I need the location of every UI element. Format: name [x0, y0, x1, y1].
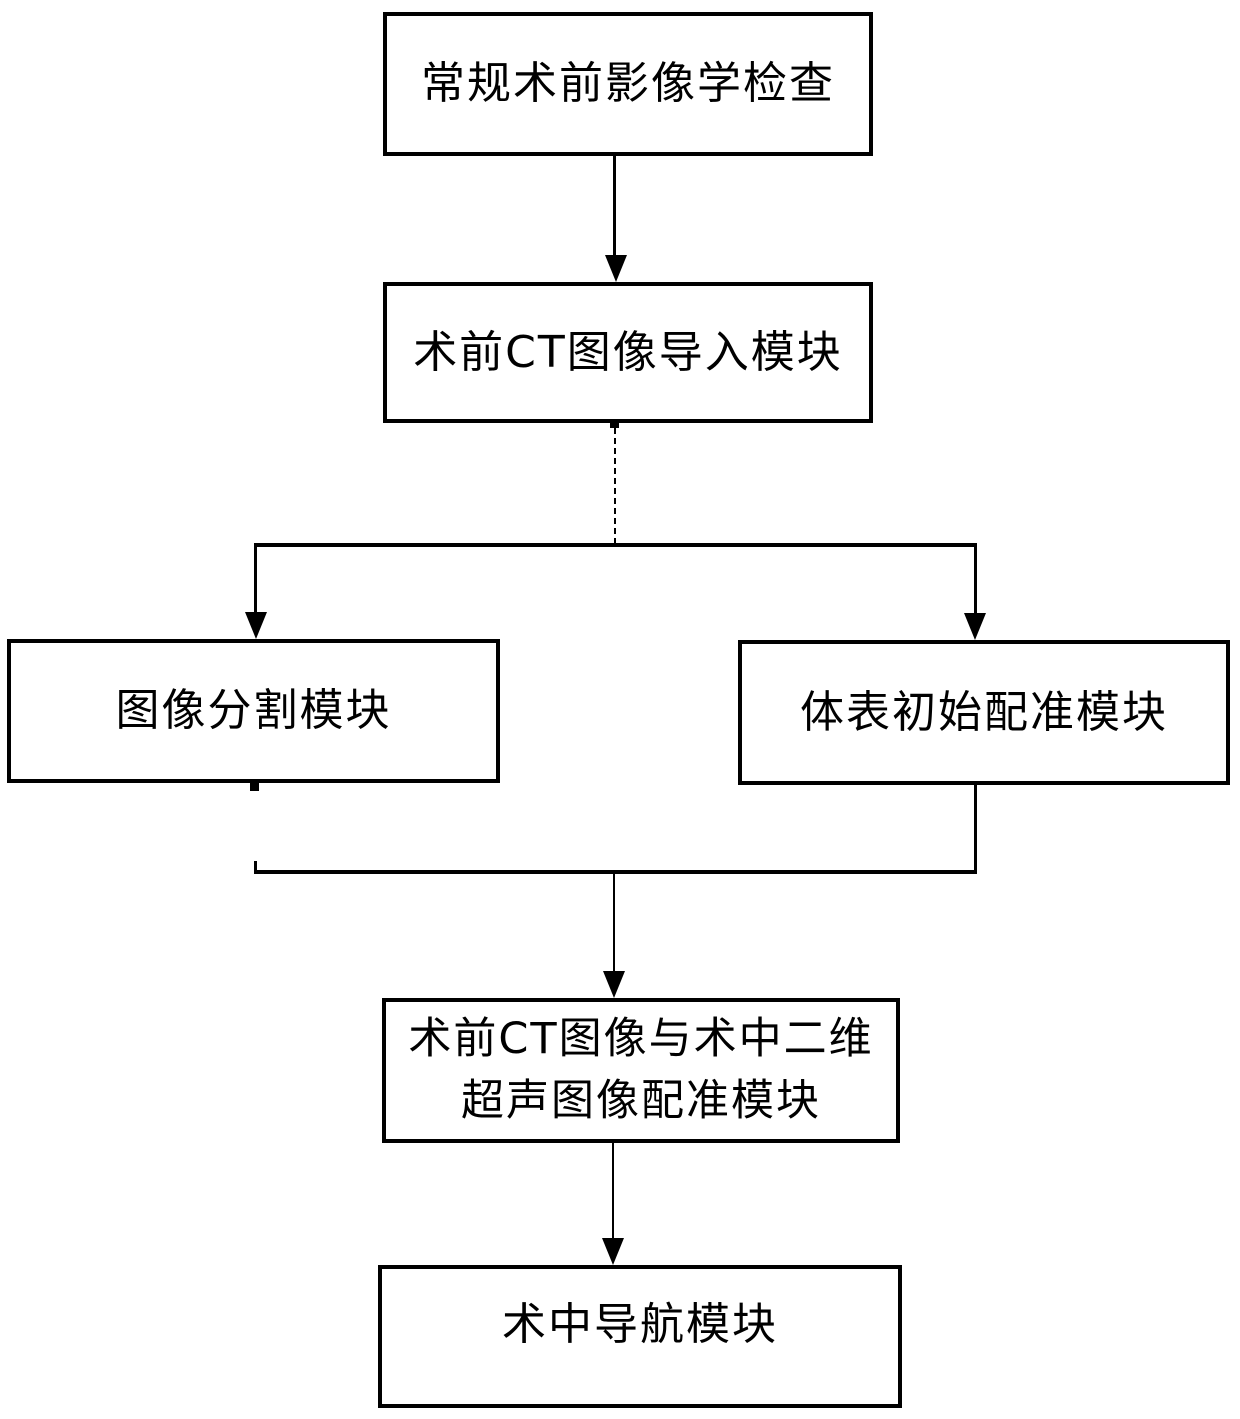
node-navigation-label: 术中导航模块 [502, 1298, 778, 1350]
node-segmentation-label: 图像分割模块 [115, 685, 392, 737]
connector-import-drop-tick [610, 421, 619, 428]
node-ct-us-registration: 术前CT图像与术中二维 超声图像配准模块 [382, 998, 900, 1143]
node-segmentation: 图像分割模块 [7, 639, 500, 783]
connector-preop-to-import [613, 156, 616, 258]
arrow-down-icon [602, 1238, 624, 1265]
connector-branch-left [254, 543, 257, 615]
arrow-down-icon [245, 612, 267, 639]
arrow-down-icon [964, 613, 986, 640]
connector-import-drop-dashed [614, 428, 616, 544]
arrow-down-icon [603, 971, 625, 998]
node-navigation: 术中导航模块 [378, 1265, 902, 1408]
node-ct-us-registration-line2: 超声图像配准模块 [461, 1075, 821, 1126]
connector-merge-to-registration [613, 874, 615, 975]
connector-registration-to-navigation [612, 1143, 614, 1240]
connector-branch-bar [254, 543, 977, 547]
connector-merge-left-tick [254, 861, 257, 870]
node-ct-import: 术前CT图像导入模块 [383, 282, 873, 423]
node-surface-registration: 体表初始配准模块 [738, 640, 1230, 785]
node-preop-imaging-label: 常规术前影像学检查 [421, 58, 835, 110]
node-surface-registration-label: 体表初始配准模块 [800, 686, 1168, 738]
node-ct-import-label: 术前CT图像导入模块 [413, 326, 843, 378]
connector-merge-bar [254, 870, 977, 874]
node-preop-imaging: 常规术前影像学检查 [383, 12, 873, 156]
connector-merge-left-stub [250, 783, 259, 791]
connector-branch-right [974, 543, 977, 616]
arrow-down-icon [605, 255, 627, 282]
node-ct-us-registration-line1: 术前CT图像与术中二维 [408, 1014, 874, 1065]
connector-merge-right [974, 785, 977, 874]
